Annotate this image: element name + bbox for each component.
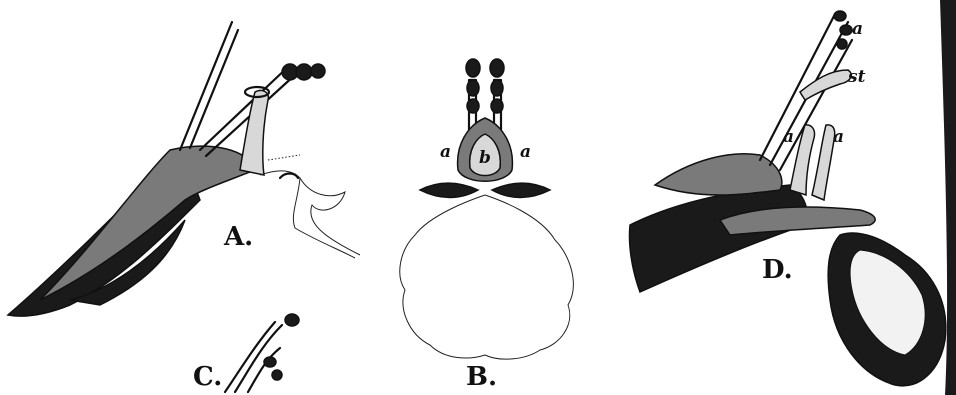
figure-c-label: C. bbox=[193, 362, 222, 392]
figure-d-stigma bbox=[800, 70, 851, 100]
figure-c bbox=[225, 314, 299, 392]
figure-d-part-a-left: a bbox=[783, 127, 794, 147]
figure-a-sepal bbox=[40, 146, 255, 300]
figure-a bbox=[8, 22, 360, 316]
figure-a-pollinium bbox=[296, 64, 312, 80]
figure-d bbox=[629, 0, 956, 395]
figure-b-sepal-right bbox=[492, 183, 550, 197]
figure-d-part-a-top: a bbox=[852, 19, 863, 39]
figure-b-pollinium bbox=[491, 99, 503, 113]
figure-b-label: B. bbox=[466, 362, 497, 392]
figure-a-fringe bbox=[268, 155, 300, 160]
figure-b bbox=[400, 59, 574, 359]
figure-d-stalk bbox=[780, 40, 852, 170]
figure-b-pollinium bbox=[491, 80, 503, 96]
figure-b-labellum bbox=[400, 195, 574, 359]
figure-d-pollinium bbox=[840, 25, 852, 35]
figure-a-stalk-2 bbox=[190, 30, 238, 148]
figure-d-petal-right bbox=[812, 125, 835, 200]
figure-d-pollinium bbox=[837, 39, 847, 49]
figure-a-hook bbox=[280, 174, 298, 179]
figure-b-pollinium bbox=[466, 59, 480, 77]
figure-c-pollinium bbox=[285, 314, 299, 326]
figure-a-labellum bbox=[260, 171, 360, 258]
figure-a-label: A. bbox=[223, 222, 253, 252]
figure-c-pollinium bbox=[264, 357, 276, 367]
figure-d-sepal bbox=[655, 154, 782, 195]
figure-b-part-a-left: a bbox=[440, 142, 451, 162]
figure-a-petal bbox=[240, 90, 268, 175]
figure-d-part-st: st bbox=[847, 67, 866, 87]
figure-b-pollinium bbox=[467, 80, 479, 96]
figure-b-part-a-right: a bbox=[520, 142, 531, 162]
figure-b-pollinium bbox=[490, 59, 504, 77]
figure-d-part-a-right: a bbox=[833, 127, 844, 147]
figure-b-sepal-left bbox=[420, 183, 478, 197]
figure-b-pollinium bbox=[467, 99, 479, 113]
figure-d-label: D. bbox=[762, 255, 793, 285]
figure-a-pollinium bbox=[311, 64, 325, 78]
figure-d-pollinium bbox=[834, 11, 846, 21]
figure-c-pollinium bbox=[272, 370, 282, 380]
figure-b-part-b: b bbox=[479, 148, 491, 168]
figure-a-stalk-1 bbox=[180, 22, 232, 150]
